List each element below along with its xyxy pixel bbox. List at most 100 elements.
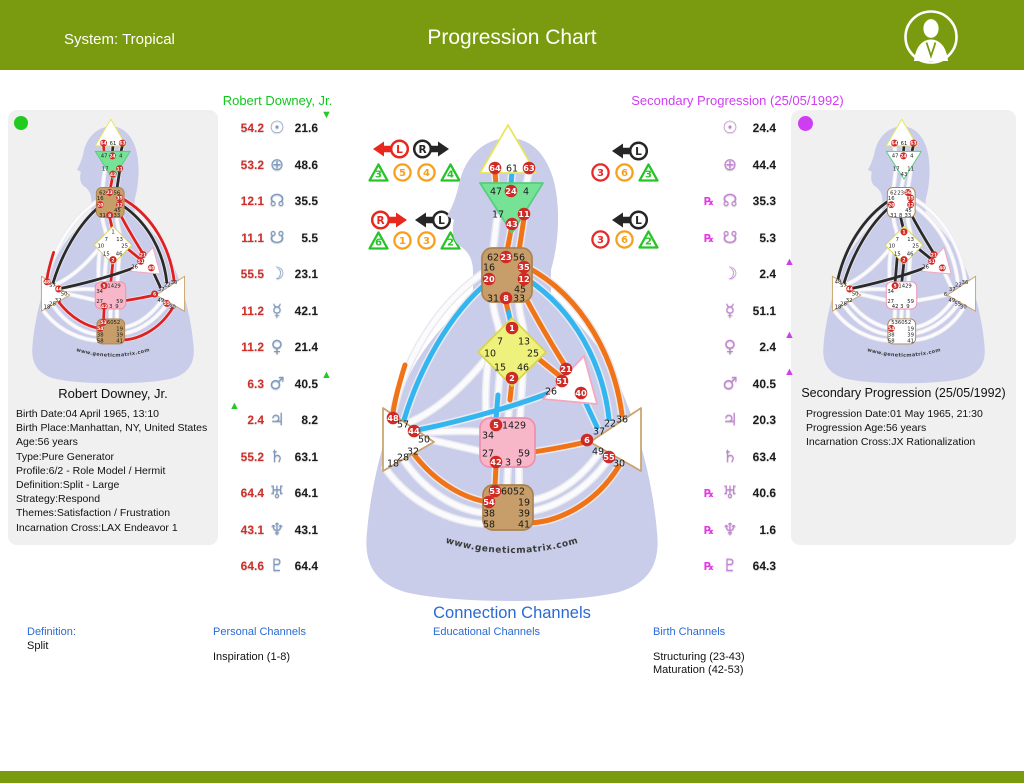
svg-text:45: 45 (114, 208, 121, 214)
progression-gate-value: 24.4 (752, 121, 776, 135)
planet-row: 54.2☉21.6 (228, 116, 320, 140)
progression-gate-value: 63.4 (752, 450, 776, 464)
svg-text:31: 31 (890, 213, 897, 219)
svg-text:26: 26 (131, 265, 138, 271)
nnode-icon: ☊ (269, 191, 285, 211)
up-triangle-icon: ▲ (784, 366, 795, 378)
svg-text:15: 15 (494, 362, 506, 373)
personal-channels-label: Personal Channels (213, 626, 306, 638)
design-gate-value: 6.3 (247, 377, 264, 391)
svg-text:34: 34 (96, 289, 103, 295)
up-triangle-icon: ▲ (321, 369, 332, 381)
svg-text:6: 6 (584, 435, 590, 445)
svg-text:18: 18 (387, 458, 399, 469)
circle-badge-icon: 3 (591, 230, 610, 249)
mars-icon: ♂ (269, 374, 285, 394)
sun-icon: ☉ (722, 118, 738, 138)
personality-gate-value: 21.4 (294, 340, 318, 354)
info-line: Progression Date:01 May 1965, 21:30 (806, 408, 983, 420)
retrograde-icon: ℞ (704, 523, 714, 537)
planet-row: 11.1☋5.5 (228, 226, 320, 250)
pluto-icon: ♇ (269, 556, 285, 576)
arrow-group-right-bottom: L (610, 208, 648, 232)
planet-row: ℞☋5.3 (704, 226, 776, 250)
svg-text:28: 28 (49, 301, 56, 307)
svg-text:64: 64 (100, 141, 106, 147)
progression-gate-value: 2.4 (759, 340, 776, 354)
svg-text:3: 3 (109, 304, 112, 310)
planet-row: 55.2♄63.1 (228, 445, 320, 469)
info-line: Definition:Split - Large (16, 479, 120, 492)
svg-text:50: 50 (61, 291, 68, 297)
svg-text:5: 5 (493, 420, 499, 430)
planet-row: ℞♅40.6 (704, 481, 776, 505)
info-line: Type:Pure Generator (16, 450, 115, 463)
svg-text:12: 12 (518, 274, 529, 284)
svg-text:2: 2 (509, 373, 515, 383)
profile-avatar-icon[interactable] (903, 9, 959, 65)
design-gate-value: 53.2 (240, 158, 264, 172)
design-gate-value: 64.4 (240, 486, 264, 500)
retrograde-icon: ℞ (704, 559, 714, 573)
svg-text:31: 31 (99, 213, 106, 219)
svg-text:17: 17 (892, 166, 899, 172)
svg-text:4: 4 (447, 170, 454, 181)
progression-gate-value: 64.3 (752, 559, 776, 573)
svg-text:46: 46 (517, 362, 529, 373)
svg-text:21: 21 (560, 364, 572, 374)
triangle-badge-icon: 2 (440, 231, 461, 250)
svg-text:58: 58 (887, 338, 894, 344)
svg-text:51: 51 (138, 259, 144, 265)
planet-row: ℞♆1.6 (704, 518, 776, 542)
svg-text:61: 61 (900, 141, 907, 147)
svg-text:48: 48 (387, 413, 399, 423)
svg-text:2: 2 (902, 257, 905, 263)
svg-text:14: 14 (898, 284, 905, 290)
svg-text:50: 50 (418, 434, 430, 445)
svg-text:3: 3 (900, 304, 903, 310)
svg-text:64: 64 (891, 141, 897, 147)
svg-text:28: 28 (840, 301, 847, 307)
svg-text:56: 56 (114, 190, 121, 196)
planet-row: ☽2.4 (704, 262, 776, 286)
svg-text:21: 21 (140, 252, 146, 258)
svg-text:9: 9 (516, 457, 522, 468)
personal-channels-list: Inspiration (1-8) (213, 651, 290, 664)
progression-gate-value: 2.4 (759, 267, 776, 281)
planet-row: 64.6♇64.4 (228, 554, 320, 578)
snode-icon: ☋ (722, 228, 738, 248)
design-gate-value: 43.1 (240, 523, 264, 537)
svg-text:11: 11 (907, 166, 914, 172)
svg-text:6: 6 (375, 238, 382, 249)
svg-text:7: 7 (895, 237, 898, 243)
venus-icon: ♀ (723, 337, 737, 357)
svg-text:40: 40 (575, 388, 587, 398)
info-line: Incarnation Cross:LAX Endeavor 1 (16, 521, 178, 534)
svg-text:45: 45 (514, 284, 526, 295)
svg-text:55: 55 (954, 301, 961, 307)
svg-text:R: R (418, 144, 426, 156)
svg-text:35: 35 (117, 196, 123, 202)
svg-text:53: 53 (891, 320, 898, 326)
svg-text:8: 8 (503, 293, 509, 303)
person-name-title: Robert Downey, Jr. (222, 93, 333, 108)
jupiter-icon: ♃ (269, 410, 285, 430)
svg-text:4: 4 (523, 186, 529, 197)
svg-text:6: 6 (621, 235, 628, 246)
svg-text:36: 36 (171, 280, 178, 286)
svg-text:54: 54 (97, 326, 103, 332)
svg-text:3: 3 (597, 168, 604, 179)
mercury-icon: ☿ (724, 301, 736, 321)
svg-text:32: 32 (55, 298, 62, 304)
svg-text:61: 61 (506, 163, 518, 174)
circle-badge-icon: 5 (393, 163, 412, 182)
triangle-badge-icon: 2 (638, 230, 659, 249)
svg-text:49: 49 (592, 446, 604, 457)
svg-text:43: 43 (506, 219, 518, 229)
triangle-badge-icon: 3 (368, 163, 389, 182)
circle-badge-icon: 6 (615, 230, 634, 249)
design-gate-value: 11.1 (241, 231, 264, 245)
